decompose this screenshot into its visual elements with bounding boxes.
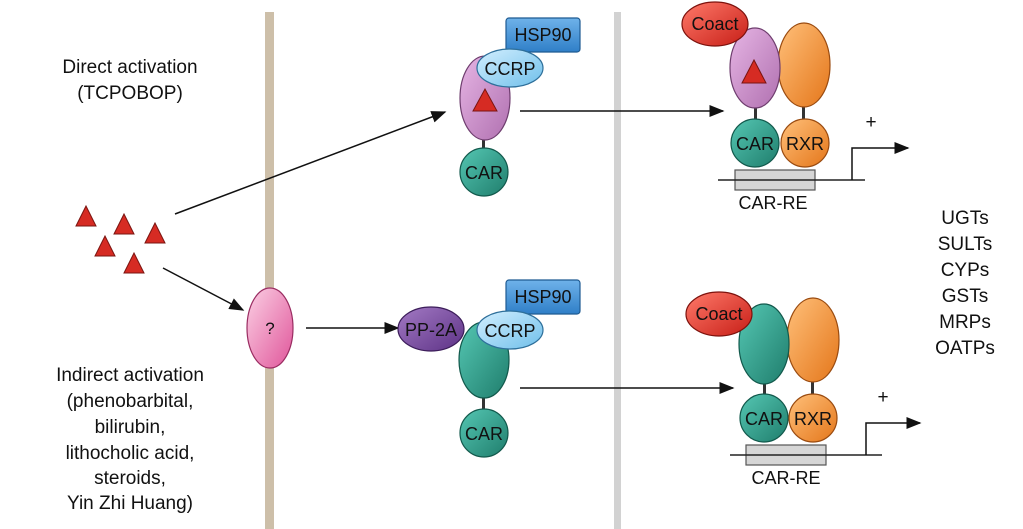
car-dna-binding-domain [459,408,509,458]
nuclear-complex-indirect: Coact CAR RXR CAR-RE + [685,291,922,488]
ligand-triangle [144,221,166,244]
rxr-dna-binding-domain [780,118,830,168]
bound-ligand-triangle [741,58,767,84]
hsp90-label: HSP90 [514,25,571,45]
rxr-ligand-binding-domain [777,22,831,108]
nuclear-divider [614,12,621,529]
unknown-mediator-label: ? [265,319,274,338]
arrow-to-unknown [162,267,245,311]
target-gene: GSTs [942,286,988,307]
hsp90-box [505,17,581,53]
bound-ligand-triangle [472,87,498,112]
ccrp-label: CCRP [484,59,535,79]
target-gene: SULTs [938,234,993,255]
target-gene: CYPs [941,260,990,281]
ligand-triangle [113,212,135,235]
coactivator-label: Coact [695,304,742,324]
arrow-direct [174,111,447,215]
transcription-arrow [851,142,910,180]
svg-text:lithocholic acid,: lithocholic acid, [66,443,195,464]
activation-plus: + [865,112,876,133]
activation-plus: + [877,387,888,408]
car-complex-direct: HSP90 CCRP CAR [459,17,581,197]
ligand-cluster [75,204,166,274]
rxr-ligand-binding-domain [786,297,840,383]
target-gene: OATPs [935,338,995,359]
svg-text:Yin Zhi Huang): Yin Zhi Huang) [67,493,193,514]
rxr-dna-binding-domain [788,393,838,443]
target-gene: UGTs [941,208,989,229]
car-stem [482,394,485,410]
car-label: CAR [465,163,503,183]
cell-membrane [265,12,274,529]
target-gene: MRPs [939,312,991,333]
car-ligand-binding-domain [738,303,790,385]
car-dna-binding-domain [730,118,780,168]
coactivator [685,291,753,337]
ligand-triangle [123,251,145,274]
unknown-mediator [246,287,294,369]
car-stem [763,380,766,400]
ccrp-protein [476,310,544,350]
ccrp-protein [476,48,544,88]
car-re-label: CAR-RE [738,193,807,213]
car-label: CAR [736,134,774,154]
rxr-label: RXR [794,409,832,429]
nuclear-complex-direct: Coact CAR RXR CAR-RE + [681,1,910,213]
rxr-stem [802,103,805,123]
target-gene-list: UGTs SULTs CYPs GSTs MRPs OATPs [935,208,995,359]
rxr-stem [811,380,814,400]
hsp90-label: HSP90 [514,287,571,307]
pp2a-label: PP-2A [405,320,457,340]
car-stem [754,103,757,123]
indirect-activation-label: Indirect activation (phenobarbital, bili… [56,365,204,514]
car-complex-indirect: HSP90 CCRP PP-2A CAR [397,279,581,458]
ccrp-label: CCRP [484,321,535,341]
rxr-label: RXR [786,134,824,154]
car-re-label: CAR-RE [751,468,820,488]
svg-text:(phenobarbital,: (phenobarbital, [67,391,194,412]
car-dna-binding-domain [739,393,789,443]
hsp90-box [505,279,581,315]
svg-text:Indirect activation: Indirect activation [56,365,204,386]
direct-activation-ligand: (TCPOBOP) [77,83,183,104]
ligand-triangle [94,234,116,257]
car-label: CAR [465,424,503,444]
direct-activation-label: Direct activation [62,57,197,78]
coactivator [681,1,749,47]
ligand-triangle [75,204,97,227]
svg-text:steroids,: steroids, [94,468,166,489]
car-stem [482,130,485,160]
svg-text:bilirubin,: bilirubin, [95,417,166,438]
coactivator-label: Coact [691,14,738,34]
car-label: CAR [745,409,783,429]
transcription-arrow [865,417,922,455]
car-dna-binding-domain [459,147,509,197]
pp2a-protein [397,306,465,352]
